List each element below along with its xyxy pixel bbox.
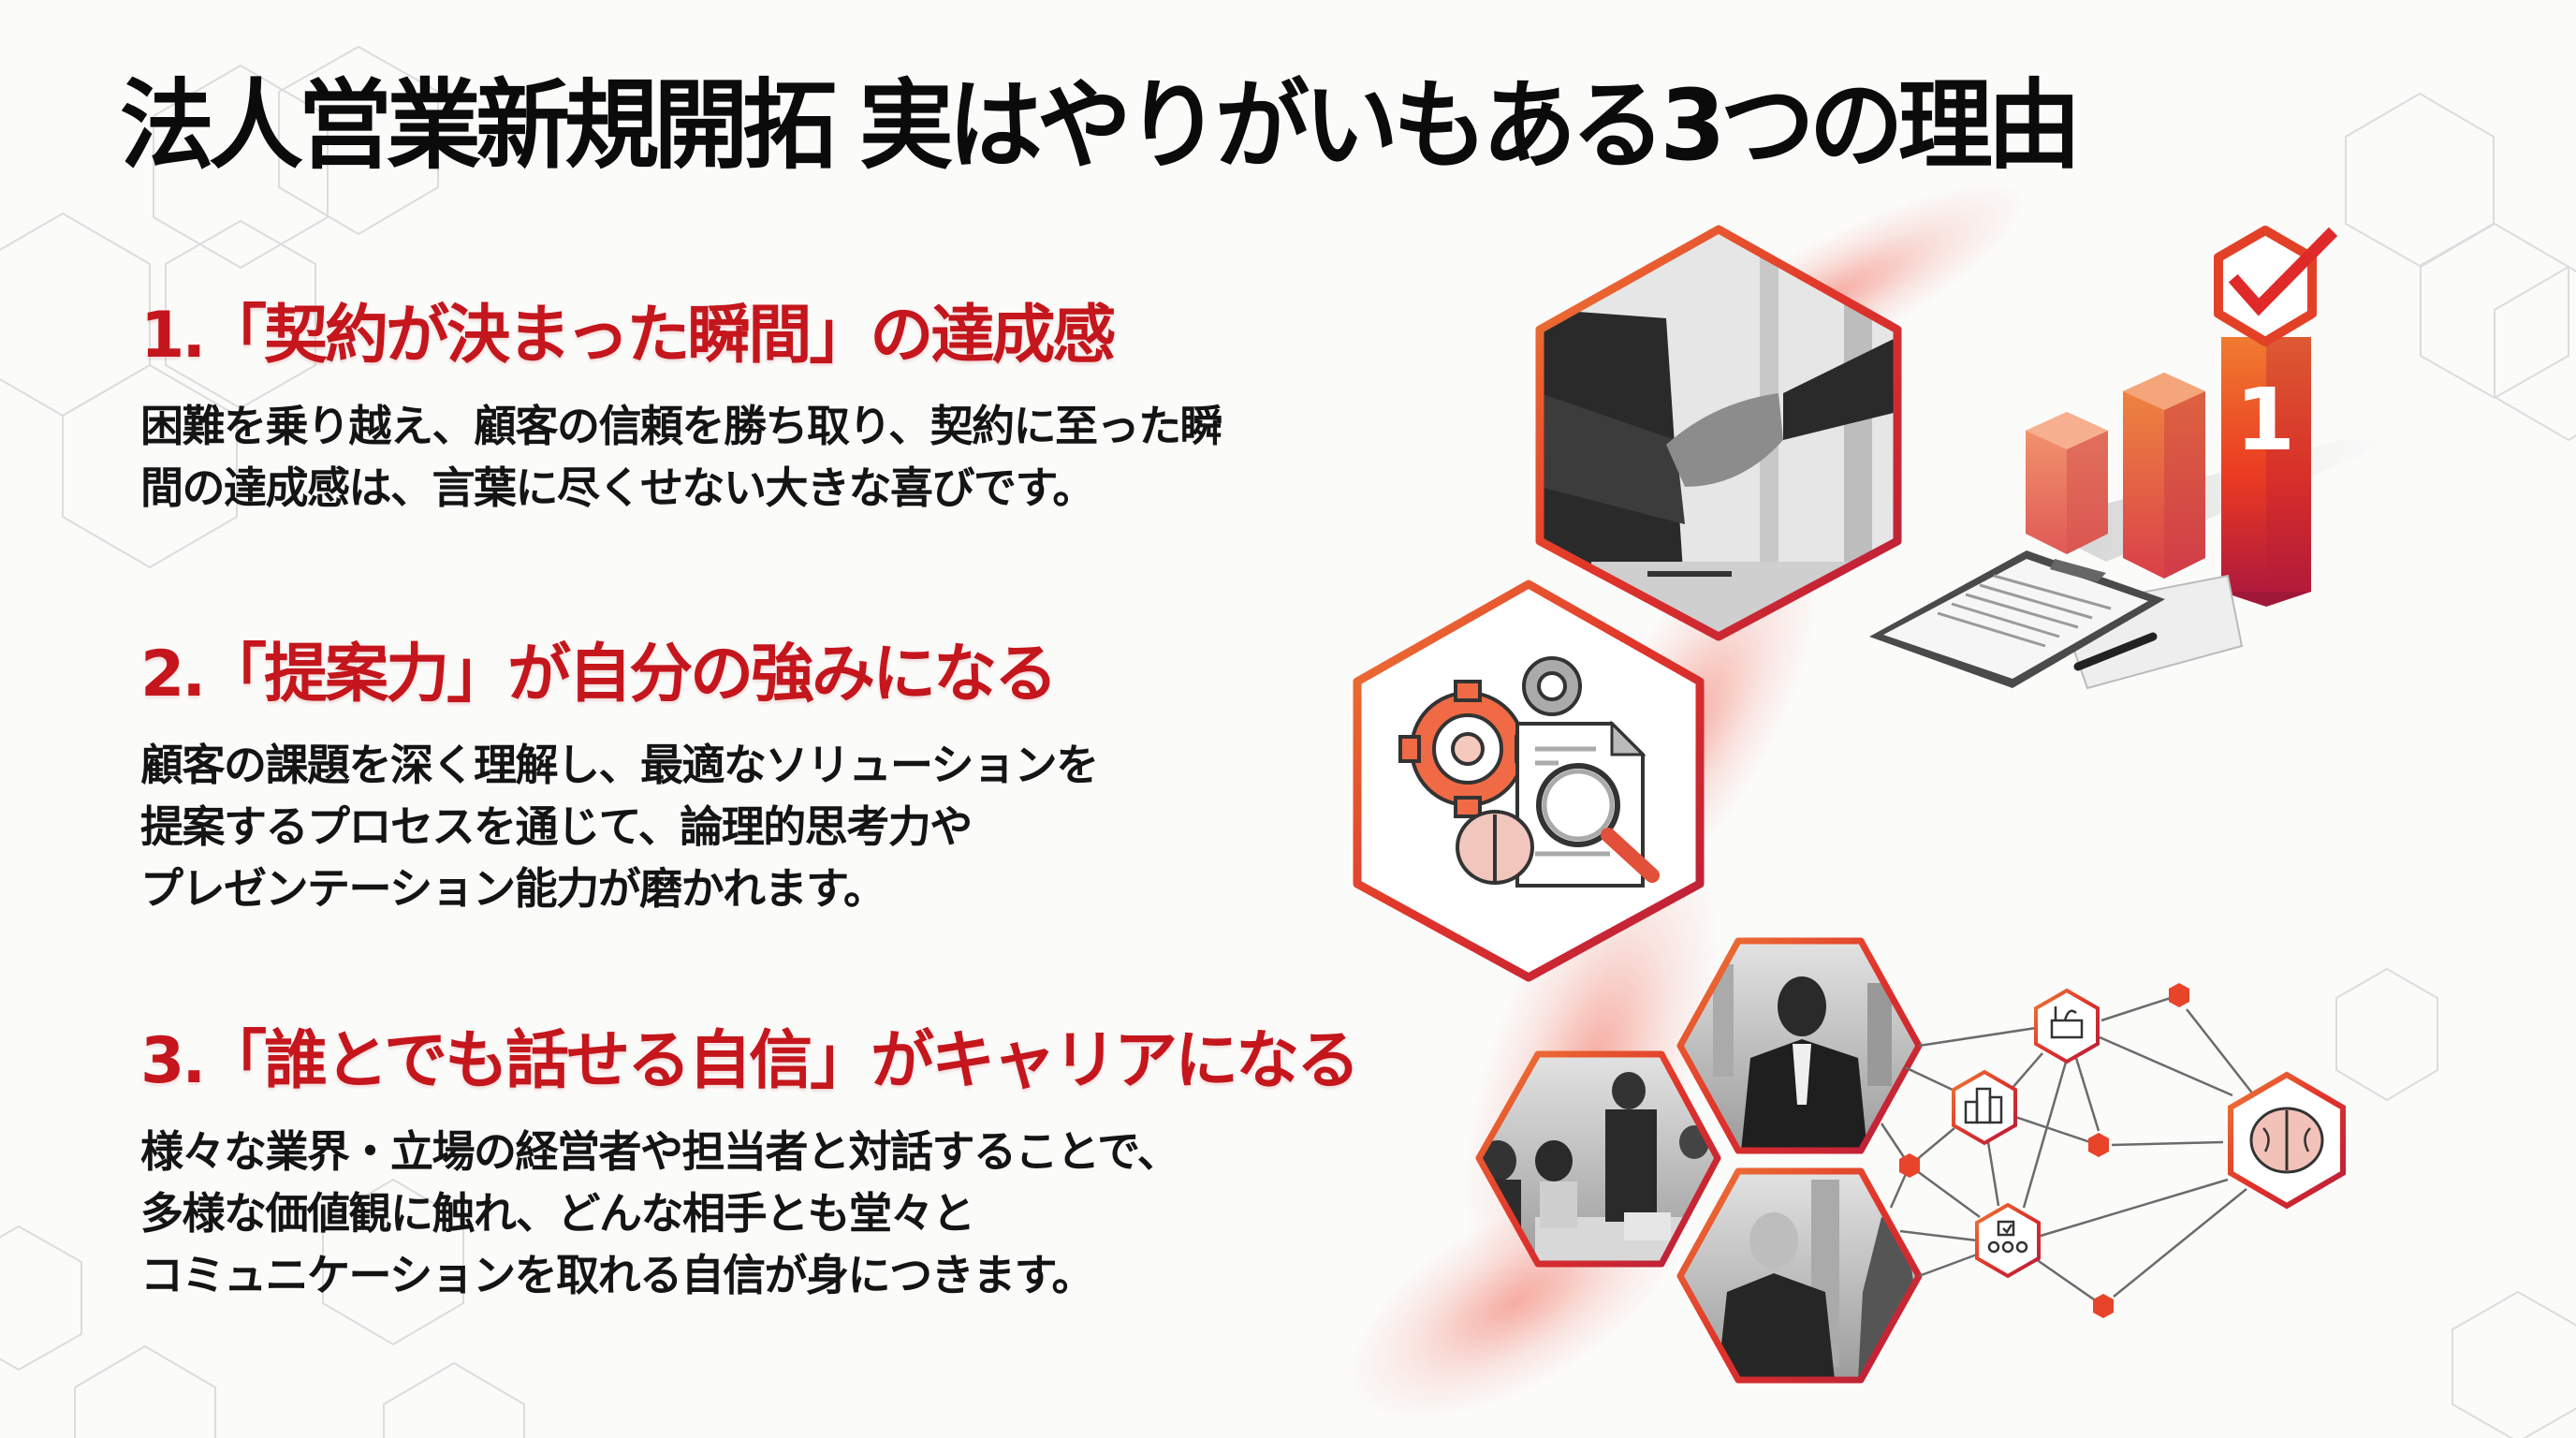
handshake-photo-hex <box>1535 225 1902 641</box>
body-line: 間の達成感は、言葉に尽くせない大きな喜びです。 <box>140 462 1095 513</box>
background-hex-pattern <box>0 45 2576 1438</box>
network-small-nodes <box>1899 983 2189 1318</box>
reason-section-1: 1.「契約が決まった瞬間」の達成感 困難を乗り越え、顧客の信頼を勝ち取り、契約に… <box>140 298 1223 519</box>
bar-3 <box>2221 337 2311 607</box>
bar-1 <box>2026 412 2108 554</box>
rising-bar-chart <box>2026 226 2396 607</box>
brain-node <box>2228 1071 2346 1210</box>
reason-body-3: 様々な業界・立場の経営者や担当者と対話することで、 多様な価値観に触れ、どんな相… <box>140 1121 1357 1306</box>
body-line: 様々な業界・立場の経営者や担当者と対話することで、 <box>140 1125 1180 1177</box>
analysis-icon-hex <box>1353 580 1705 982</box>
contract-clipboard <box>1869 550 2244 690</box>
reason-heading-3: 3.「誰とでも話せる自信」がキャリアになる <box>140 1024 1360 1098</box>
reason-body-1: 困難を乗り越え、顧客の信頼を勝ち取り、契約に至った瞬 間の達成感は、言葉に尽くせ… <box>140 395 1223 519</box>
bar-2 <box>2123 373 2205 579</box>
reason-section-2: 2.「提案力」が自分の強みになる 顧客の課題を深く理解し、最適なソリューションを… <box>140 637 1099 919</box>
body-line: 困難を乗り越え、顧客の信頼を勝ち取り、契約に至った瞬 <box>140 400 1223 451</box>
buildings-node <box>1952 1069 2017 1146</box>
body-line: 顧客の課題を深く理解し、最適なソリューションを <box>140 739 1099 790</box>
phone-call-photo-hex <box>1676 937 1923 1154</box>
reason-body-2: 顧客の課題を深く理解し、最適なソリューションを 提案するプロセスを通じて、論理的… <box>140 734 1099 919</box>
rank-number: 1 <box>2235 370 2295 470</box>
factory-node <box>2034 988 2100 1064</box>
audience-node <box>1975 1202 2041 1279</box>
magnifier-icon <box>1536 763 1660 883</box>
body-line: 多様な価値観に触れ、どんな相手とも堂々と <box>140 1187 975 1239</box>
reason-heading-2: 2.「提案力」が自分の強みになる <box>140 638 1058 712</box>
body-line: コミュニケーションを取れる自信が身につきます。 <box>140 1249 1094 1300</box>
page-title: 法人営業新規開拓 実はやりがいもある3つの理由 <box>120 68 2082 183</box>
rank-badge <box>2214 226 2338 346</box>
gear-small-icon <box>1522 656 1582 716</box>
body-line: プレゼンテーション能力が磨かれます。 <box>140 862 886 914</box>
reason-section-3: 3.「誰とでも話せる自信」がキャリアになる 様々な業界・立場の経営者や担当者と対… <box>140 1023 1360 1306</box>
body-line: 提案するプロセスを通じて、論理的思考力や <box>140 800 973 852</box>
executive-meeting-photo-hex <box>1676 1167 1923 1384</box>
reason-heading-1: 1.「契約が決まった瞬間」の達成感 <box>140 299 1116 373</box>
brain-icon-small <box>1456 810 1534 885</box>
